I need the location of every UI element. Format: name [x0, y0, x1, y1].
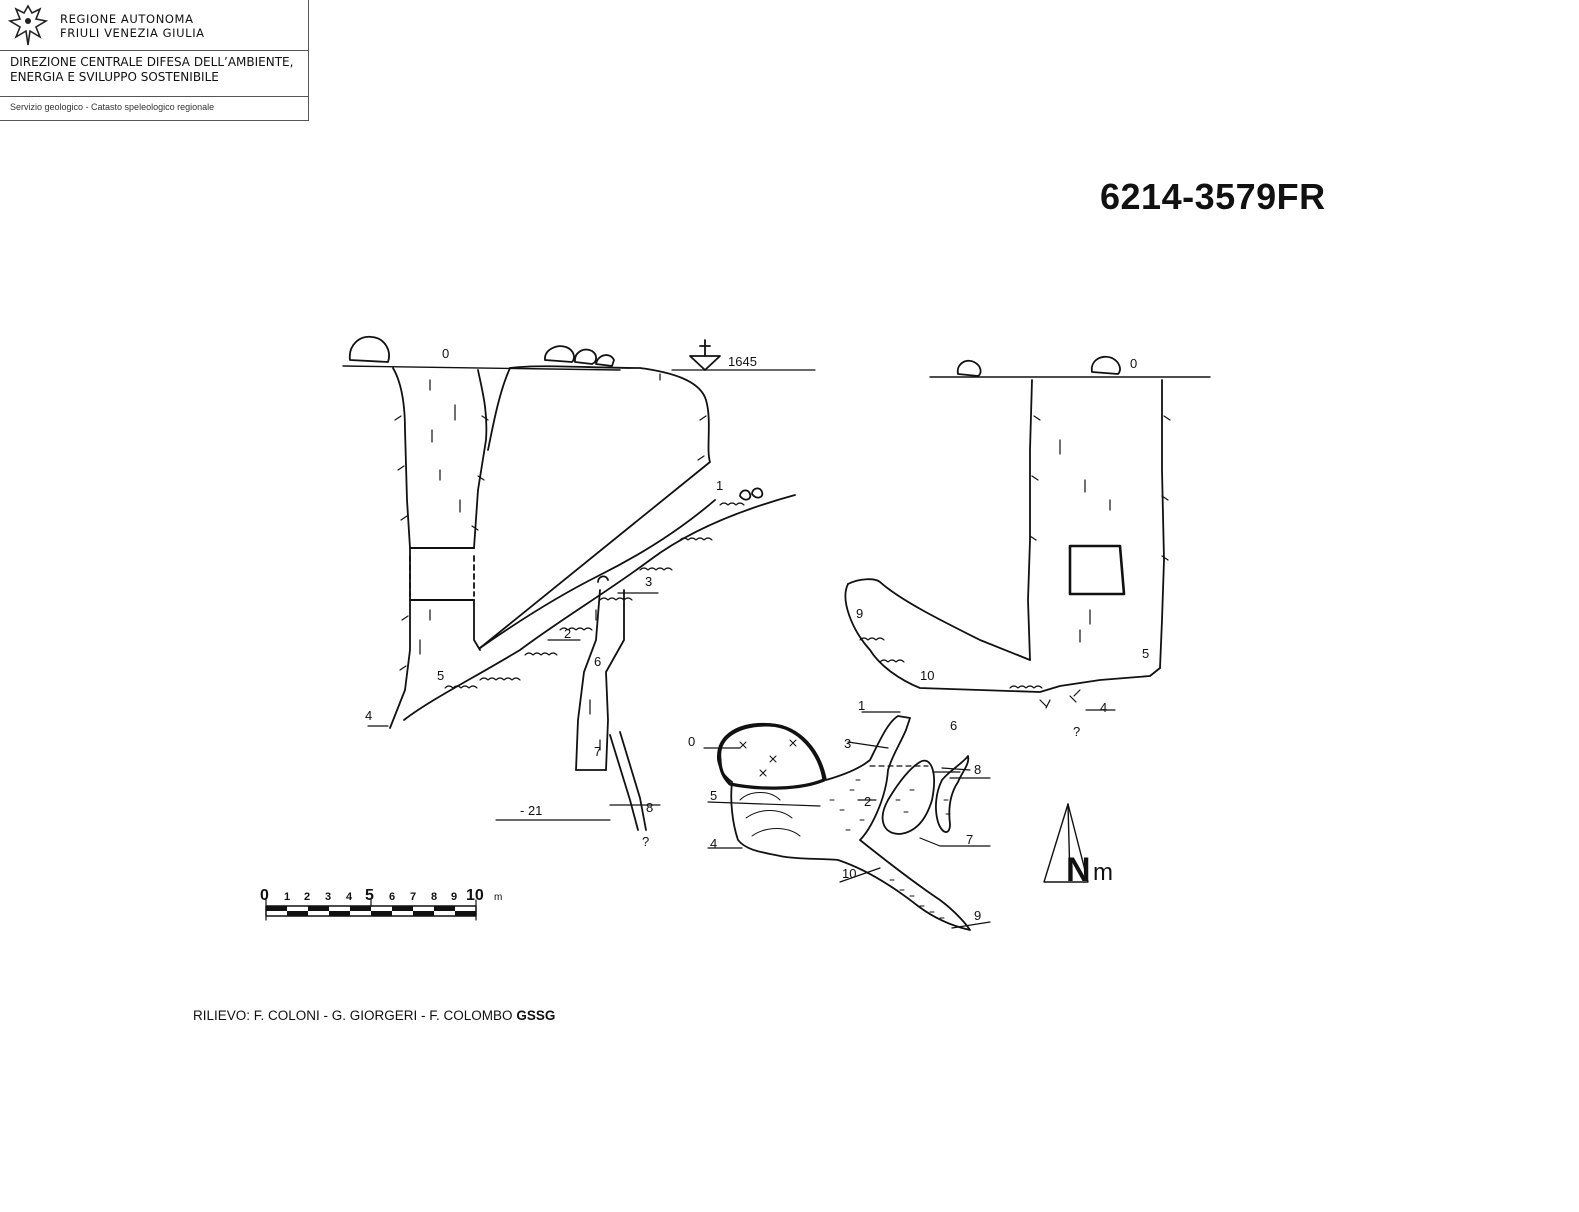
credits-group: GSSG	[516, 1008, 556, 1023]
station-label: 2	[864, 794, 871, 809]
station-label: 10	[842, 866, 856, 881]
direction-line-1: DIREZIONE CENTRALE DIFESA DELL’AMBIENTE,	[10, 55, 294, 69]
header-divider	[0, 96, 309, 97]
scale-tick-label: 1	[284, 891, 290, 903]
scale-bar: 0 1 2 3 4 5 6 7 8 9 10 m	[260, 887, 502, 921]
station-label: 6	[594, 654, 601, 669]
station-label: 6	[950, 718, 957, 733]
station-label: 1	[858, 698, 865, 713]
scale-tick-label: 9	[451, 891, 457, 903]
institution-header: REGIONE AUTONOMA FRIULI VENEZIA GIULIA D…	[0, 0, 309, 121]
section-left: 1645 0 1 2 3 4 5 6 7 8 ? - 21	[342, 335, 816, 849]
station-label: 4	[1100, 700, 1107, 715]
region-name: REGIONE AUTONOMA FRIULI VENEZIA GIULIA	[60, 12, 205, 40]
plan-view: 0 1 2 3 4 5 6 7 8 9 10	[688, 698, 991, 931]
cave-code: 6214-3579FR	[1100, 176, 1326, 217]
station-label: 4	[710, 836, 717, 851]
station-label: 3	[645, 574, 652, 589]
scale-tick-label: 7	[410, 891, 416, 903]
header-divider	[0, 50, 309, 51]
station-label: 0	[688, 734, 695, 749]
station-label: 8	[646, 800, 653, 815]
credits-text: RILIEVO: F. COLONI - G. GIORGERI - F. CO…	[193, 1008, 513, 1023]
scale-tick-label: 5	[365, 887, 374, 904]
station-label: 8	[974, 762, 981, 777]
scale-tick-label: 2	[304, 891, 310, 903]
station-label: 10	[920, 668, 934, 683]
unknown-mark: ?	[1073, 724, 1080, 739]
region-line-1: REGIONE AUTONOMA	[60, 12, 194, 26]
station-label: 1	[716, 478, 723, 493]
station-label: 0	[1130, 356, 1137, 371]
depth-label: - 21	[520, 803, 542, 818]
station-label: 0	[442, 346, 449, 361]
station-label: 3	[844, 736, 851, 751]
station-label: 9	[856, 606, 863, 621]
station-label: 9	[974, 908, 981, 923]
station-label: 2	[564, 626, 571, 641]
north-suffix: m	[1093, 859, 1113, 886]
survey-credits: RILIEVO: F. COLONI - G. GIORGERI - F. CO…	[193, 1008, 555, 1023]
direction-line-2: ENERGIA E SVILUPPO SOSTENIBILE	[10, 70, 219, 84]
scale-tick-label: 4	[346, 891, 353, 903]
unknown-mark: ?	[642, 834, 649, 849]
eagle-icon	[7, 4, 49, 46]
scale-tick-label: 10	[466, 887, 484, 904]
direction-name: DIREZIONE CENTRALE DIFESA DELL’AMBIENTE,…	[10, 55, 293, 85]
station-label: 4	[365, 708, 372, 723]
north-arrow: N m	[1043, 803, 1113, 889]
scale-tick-label: 8	[431, 891, 437, 903]
region-line-2: FRIULI VENEZIA GIULIA	[60, 26, 205, 40]
station-label: 5	[710, 788, 717, 803]
station-label: 7	[966, 832, 973, 847]
station-label: 7	[594, 744, 601, 759]
scale-unit: m	[494, 892, 502, 903]
scale-tick-label: 6	[389, 891, 395, 903]
north-letter: N	[1066, 851, 1091, 889]
section-right: 0 4 5 9 10 ?	[844, 355, 1211, 739]
elevation-label: 1645	[728, 354, 757, 369]
scale-tick-label: 0	[260, 887, 269, 904]
station-label: 5	[437, 668, 444, 683]
service-name: Servizio geologico - Catasto speleologic…	[10, 102, 215, 112]
station-label: 5	[1142, 646, 1149, 661]
scale-tick-label: 3	[325, 891, 331, 903]
